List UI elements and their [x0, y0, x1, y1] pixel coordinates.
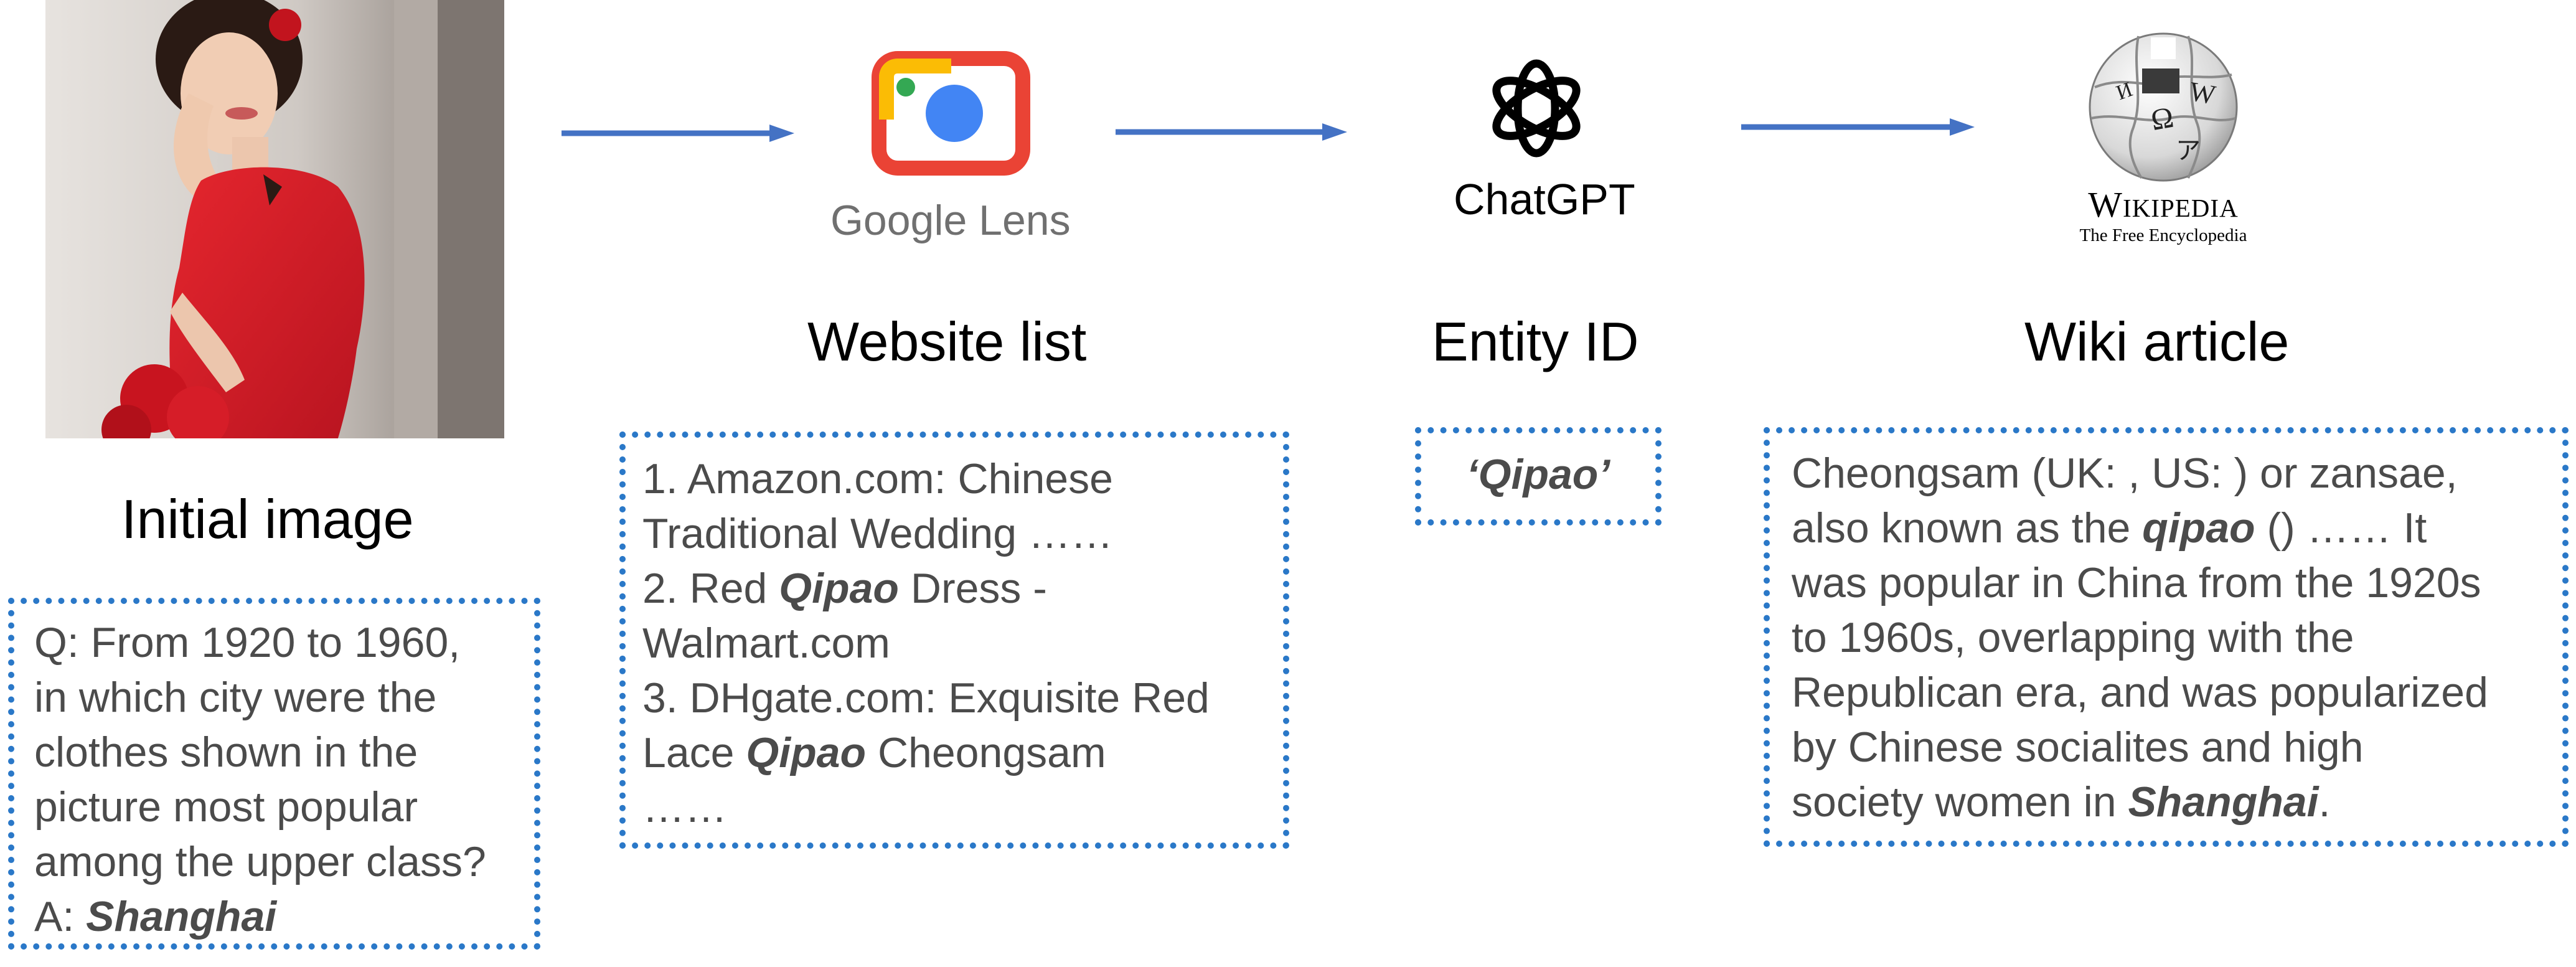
- initial-photo: [45, 0, 504, 438]
- text-run: Lace: [642, 729, 746, 776]
- arrow-chatgpt-to-wiki: [1741, 118, 1975, 136]
- website-line: Traditional Wedding ……: [642, 510, 1113, 557]
- entity-id-caption: Entity ID: [1432, 311, 1639, 372]
- highlight-qipao: Qipao: [779, 565, 899, 612]
- highlight-qipao: qipao: [2142, 504, 2255, 552]
- article-line: was popular in China from the 1920s: [1792, 559, 2481, 606]
- website-list-caption: Website list: [807, 311, 1087, 372]
- text-run: 2. Red: [642, 565, 779, 612]
- highlight-shanghai: Shanghai: [2128, 778, 2319, 826]
- text-run: () …… It: [2255, 504, 2427, 552]
- website-line: 3. DHgate.com: Exquisite Red: [642, 674, 1210, 722]
- entity-id-text-wrap: ‘Qipao’: [1421, 447, 1655, 502]
- entity-id-box: ‘Qipao’: [1415, 427, 1662, 526]
- text-run: also known as the: [1792, 504, 2143, 552]
- text-run: Dress -: [898, 565, 1047, 612]
- wiki-article-caption: Wiki article: [2024, 311, 2290, 372]
- answer-line: A: Shanghai: [34, 889, 486, 944]
- flow-arrows: [562, 118, 1975, 142]
- svg-text:ア: ア: [2176, 136, 2201, 164]
- website-list-box: 1. Amazon.com: Chinese Traditional Weddi…: [619, 432, 1289, 849]
- wiki-article-box: Cheongsam (UK: , US: ) or zansae, also k…: [1764, 427, 2569, 847]
- chatgpt-label: ChatGPT: [1454, 175, 1635, 224]
- text-run: Cheongsam: [866, 729, 1106, 776]
- wikipedia-tagline: The Free Encyclopedia: [2079, 225, 2247, 245]
- highlight-qipao: Qipao: [746, 729, 867, 776]
- question-answer-text: Q: From 1920 to 1960, in which city were…: [34, 615, 486, 944]
- article-line: Cheongsam (UK: , US: ) or zansae,: [1792, 450, 2458, 497]
- chatgpt-icon: [1477, 49, 1596, 168]
- initial-image-caption: Initial image: [121, 488, 414, 550]
- wikipedia-globe-icon: Ω W ア И: [2082, 31, 2244, 184]
- wiki-article-text: Cheongsam (UK: , US: ) or zansae, also k…: [1792, 446, 2488, 829]
- article-line: also known as the qipao () …… It: [1792, 501, 2488, 555]
- website-line: ……: [642, 784, 727, 831]
- woman-in-qipao-image: [45, 0, 504, 438]
- website-line: 2. Red Qipao Dress -: [642, 561, 1210, 616]
- website-list-text: 1. Amazon.com: Chinese Traditional Weddi…: [642, 451, 1210, 835]
- question-line: clothes shown in the: [34, 729, 418, 776]
- wikipedia-wordmark-text: Wikipedia: [2088, 184, 2239, 225]
- question-answer-box: Q: From 1920 to 1960, in which city were…: [8, 598, 540, 950]
- google-lens-icon: [872, 51, 1030, 176]
- question-line: Q: From 1920 to 1960,: [34, 619, 461, 666]
- arrow-image-to-lens: [562, 125, 794, 142]
- website-line: Walmart.com: [642, 620, 890, 667]
- article-line: by Chinese socialites and high: [1792, 724, 2364, 771]
- google-lens-label: Google Lens: [830, 197, 1071, 244]
- article-line: to 1960s, overlapping with the: [1792, 614, 2354, 661]
- answer-prefix: A:: [34, 893, 87, 940]
- article-line: Republican era, and was popularized: [1792, 669, 2488, 716]
- website-line: 1. Amazon.com: Chinese: [642, 455, 1113, 502]
- text-run: .: [2318, 778, 2331, 826]
- text-run: society women in: [1792, 778, 2128, 826]
- svg-text:W: W: [2187, 76, 2218, 111]
- arrow-lens-to-chatgpt: [1116, 123, 1347, 141]
- question-line: among the upper class?: [34, 838, 486, 885]
- question-line: picture most popular: [34, 783, 418, 831]
- article-line: society women in Shanghai.: [1792, 775, 2488, 829]
- answer-value: Shanghai: [86, 893, 277, 940]
- wikipedia-wordmark: Wikipedia The Free Encyclopedia: [2067, 187, 2260, 245]
- question-line: in which city were the: [34, 674, 437, 721]
- entity-id-value: ‘Qipao’: [1466, 451, 1610, 498]
- website-line: Lace Qipao Cheongsam: [642, 725, 1210, 780]
